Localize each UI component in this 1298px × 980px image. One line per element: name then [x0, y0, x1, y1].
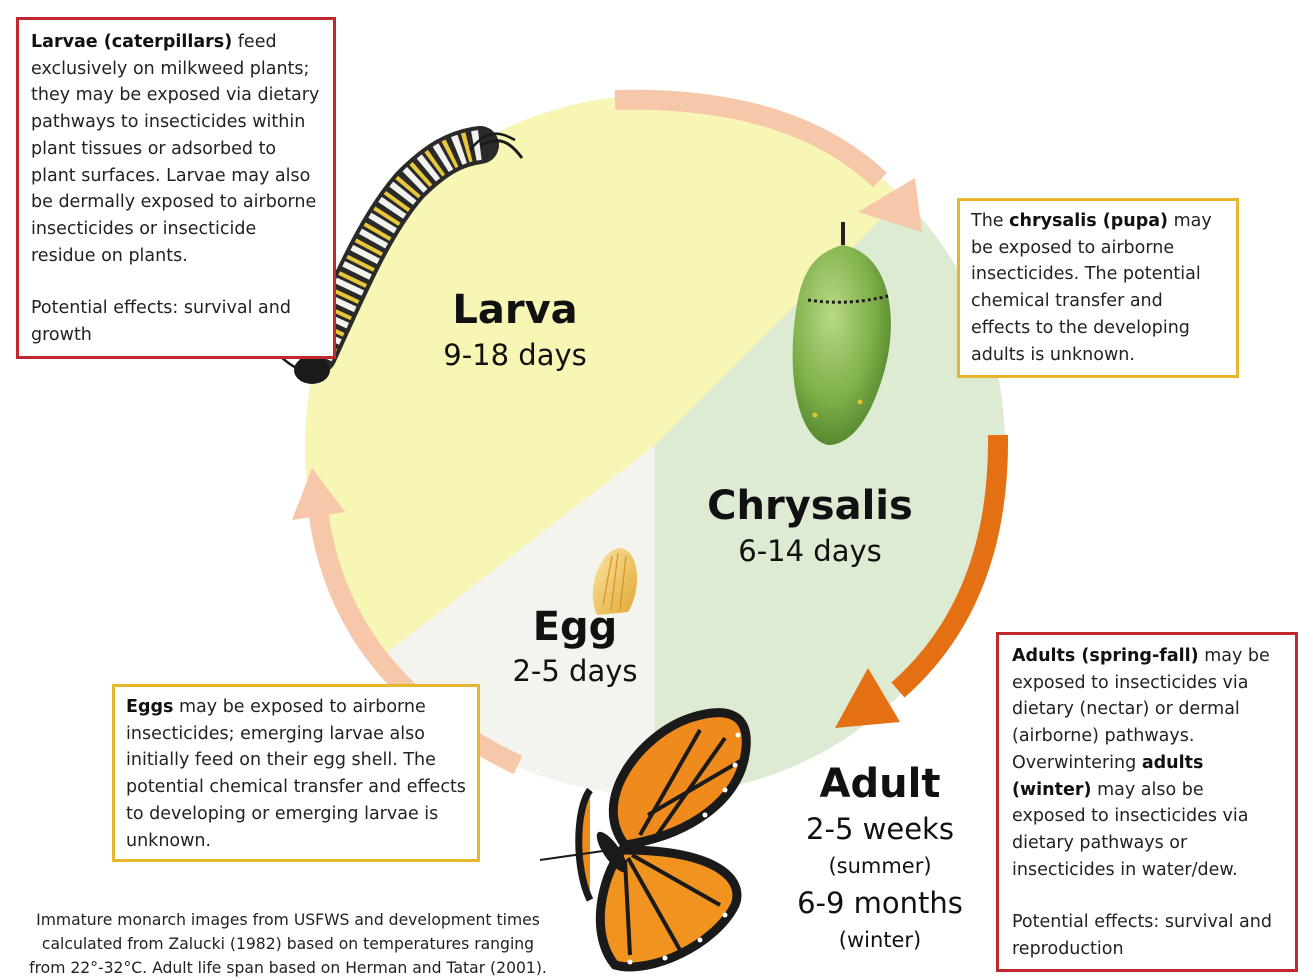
stage-larva: Larva 9-18 days: [410, 284, 620, 374]
stage-chrysalis-duration: 6-14 days: [700, 532, 920, 570]
credit-line-2: calculated from Zalucki (1982) based on …: [8, 932, 568, 956]
image-credit: Immature monarch images from USFWS and d…: [8, 908, 568, 980]
adult-info-effects: Potential effects: survival and reproduc…: [1012, 909, 1282, 962]
stage-adult-name: Adult: [785, 758, 975, 810]
stage-adult-duration-note: (summer): [785, 848, 975, 884]
stage-chrysalis: Chrysalis 6-14 days: [700, 480, 920, 570]
larva-info-body: feed exclusively on milkweed plants; the…: [31, 32, 319, 266]
larva-info-effects: Potential effects: survival and growth: [31, 295, 321, 348]
stage-egg: Egg 2-5 days: [495, 602, 655, 690]
larva-info-text: Larvae (caterpillars) feed exclusively o…: [31, 29, 321, 269]
stage-egg-name: Egg: [495, 602, 655, 652]
adult-info-bold-1: Adults (spring-fall): [1012, 646, 1199, 666]
chrysalis-info-bold: chrysalis (pupa): [1009, 211, 1168, 231]
egg-info-bold: Eggs: [126, 697, 173, 717]
stage-larva-name: Larva: [410, 284, 620, 336]
chrysalis-info-box: The chrysalis (pupa) may be exposed to a…: [957, 198, 1239, 378]
larva-info-box: Larvae (caterpillars) feed exclusively o…: [16, 17, 336, 359]
stage-egg-duration: 2-5 days: [495, 652, 655, 690]
credit-line-1: Immature monarch images from USFWS and d…: [8, 908, 568, 932]
larva-info-bold: Larvae (caterpillars): [31, 32, 232, 52]
stage-adult-winter-duration: 6-9 months: [785, 884, 975, 922]
egg-info-text: Eggs may be exposed to airborne insectic…: [126, 694, 466, 854]
egg-info-body: may be exposed to airborne insecticides;…: [126, 697, 466, 851]
credit-line-3: from 22°-32°C. Adult life span based on …: [8, 956, 568, 980]
stage-adult: Adult 2-5 weeks (summer) 6-9 months (win…: [785, 758, 975, 958]
adult-info-text: Adults (spring-fall) may be exposed to i…: [1012, 643, 1282, 883]
egg-info-box: Eggs may be exposed to airborne insectic…: [112, 684, 480, 862]
stage-chrysalis-name: Chrysalis: [700, 480, 920, 532]
stage-larva-duration: 9-18 days: [410, 336, 620, 374]
stage-adult-duration: 2-5 weeks: [785, 810, 975, 848]
chrysalis-info-text: The chrysalis (pupa) may be exposed to a…: [971, 208, 1225, 368]
chrysalis-info-pre: The: [971, 211, 1009, 231]
chrysalis-info-body: may be exposed to airborne insecticides.…: [971, 211, 1212, 365]
adult-info-box: Adults (spring-fall) may be exposed to i…: [996, 632, 1298, 972]
stage-adult-winter-note: (winter): [785, 922, 975, 958]
